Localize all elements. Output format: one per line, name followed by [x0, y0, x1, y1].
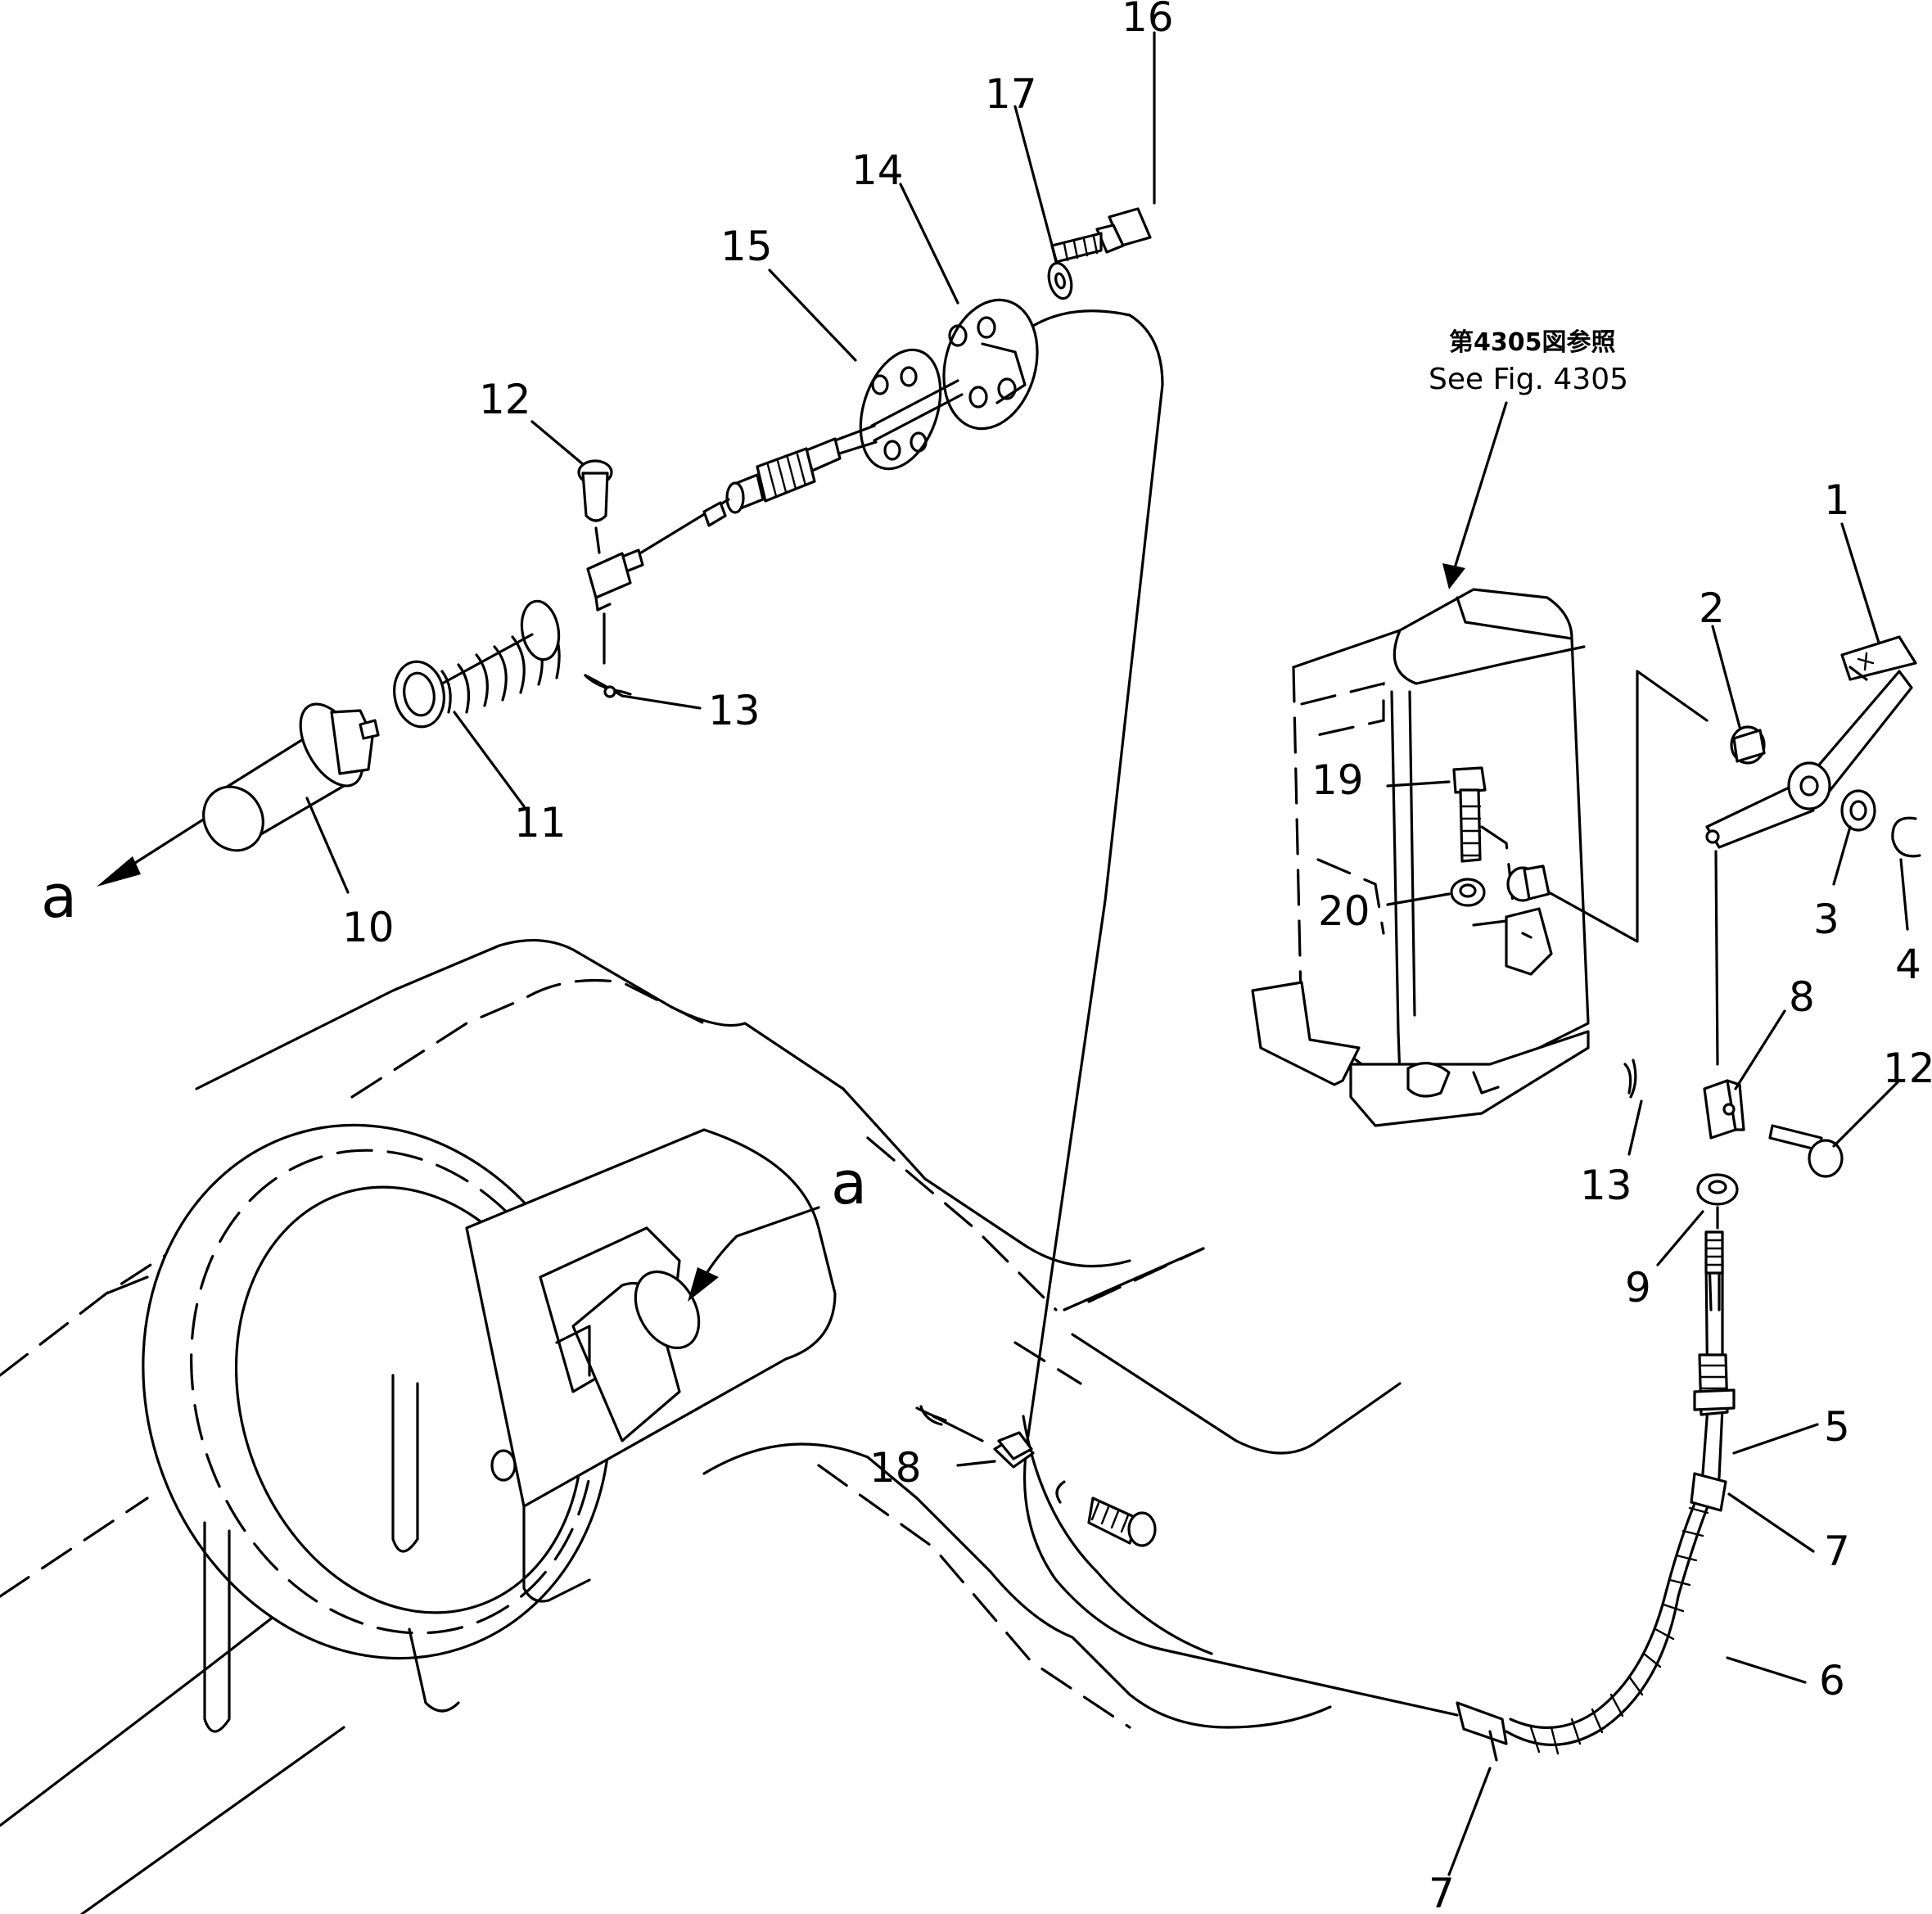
callout-10: 10: [342, 904, 395, 951]
view-marker-a-left: a: [41, 862, 77, 931]
callout-15: 15: [720, 223, 773, 270]
reference-note-english: See Fig. 4305: [1429, 363, 1628, 396]
lever-group: [1623, 635, 1921, 1230]
callout-7-bottom: 7: [1429, 1870, 1455, 1914]
brake-cylinder-group: [202, 459, 632, 852]
callout-12-left: 12: [479, 376, 531, 423]
callout-16: 16: [1122, 0, 1174, 41]
view-arrow-a-left: a: [41, 817, 206, 931]
view-arrow-a-axle: a: [688, 1149, 867, 1302]
cable-mount-plates: [586, 207, 1152, 612]
callout-3: 3: [1813, 896, 1839, 943]
callout-12-right: 12: [1883, 1045, 1932, 1092]
callout-11: 11: [514, 799, 567, 846]
callout-13-left: 13: [708, 687, 761, 734]
leader-lines: [305, 31, 1909, 1876]
reference-note: 第4305図参照 See Fig. 4305: [1429, 328, 1628, 589]
callout-1: 1: [1824, 476, 1850, 524]
parking-brake-cable: [993, 309, 1736, 1762]
reference-note-japanese: 第4305図参照: [1449, 328, 1616, 357]
callout-4: 4: [1895, 941, 1921, 988]
callout-18: 18: [869, 1444, 922, 1492]
callout-9: 9: [1625, 1264, 1651, 1311]
callout-14: 14: [851, 147, 904, 194]
view-marker-a-axle: a: [831, 1149, 867, 1217]
callout-17: 17: [985, 70, 1037, 118]
mounting-bracket: [1251, 588, 1709, 1127]
callout-5: 5: [1824, 1403, 1850, 1451]
callout-19: 19: [1311, 756, 1364, 804]
callout-labels: 1 2 3 4 5 6 7 7 8 9 10 11 12 12 13 13 14…: [342, 0, 1932, 1914]
cable-clamp: [915, 1405, 1157, 1547]
callout-6: 6: [1819, 1657, 1845, 1704]
axle-housing: [0, 939, 1402, 1914]
callout-20: 20: [1318, 887, 1370, 935]
callout-8: 8: [1789, 973, 1815, 1021]
bolt-and-nut: [1450, 766, 1487, 907]
callout-2: 2: [1699, 585, 1725, 632]
callout-7-right: 7: [1824, 1528, 1850, 1575]
callout-13-right: 13: [1580, 1162, 1632, 1209]
